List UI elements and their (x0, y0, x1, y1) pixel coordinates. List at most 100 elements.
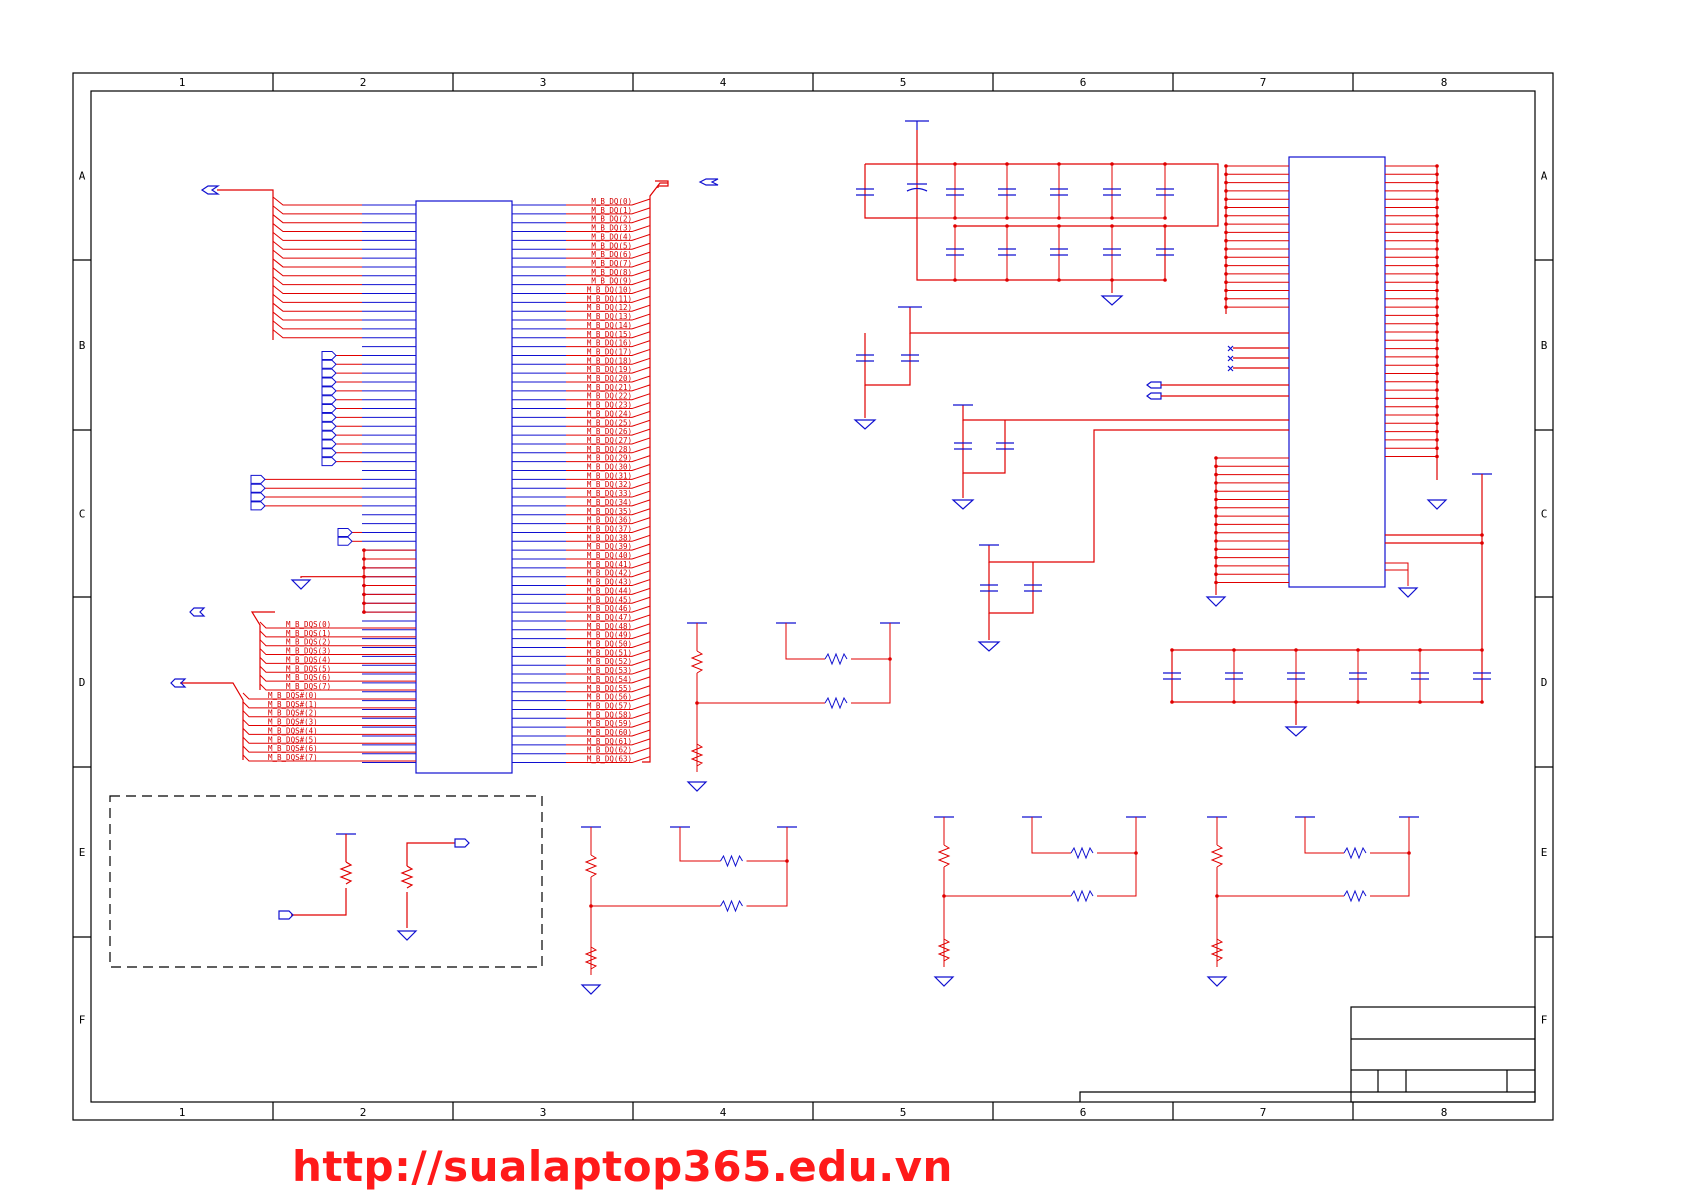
bus-wire (272, 249, 362, 259)
junction-dot (1170, 700, 1174, 704)
ground-symbol (1426, 499, 1448, 510)
ground-symbol (1206, 976, 1228, 987)
junction-dot (785, 859, 789, 863)
dq-wire (566, 756, 651, 764)
dq-net-label: M_B_DQ(10) (587, 286, 632, 295)
dq-net-label: M_B_DQ(51) (587, 648, 632, 657)
dqs-n-wire (242, 754, 416, 762)
ic-pin-wire (1385, 562, 1409, 586)
dq-net-label: M_B_DQ(6) (591, 250, 632, 259)
zone-grid-ticks (73, 73, 1553, 1120)
bypass-capacitors (853, 306, 1289, 652)
dqs-wire (259, 665, 416, 673)
dqs-n-net-label: M_B_DQS#(1) (268, 700, 318, 709)
dq-net-label: M_B_DQ(2) (591, 215, 632, 224)
bus-wire (272, 214, 362, 224)
zone-col-label: 5 (900, 1106, 907, 1119)
dq-wire (566, 287, 651, 294)
junction-dot (1480, 700, 1484, 704)
resistor (1210, 844, 1224, 868)
zone-row-label: F (1541, 1014, 1548, 1027)
dqs-wire (259, 674, 416, 682)
dq-wire (566, 747, 651, 755)
dq-wire (566, 649, 651, 657)
divider-wire (746, 861, 788, 907)
offpage-connector (250, 483, 266, 493)
dq-net-label: M_B_DQ(60) (587, 728, 632, 737)
bus-wire (272, 329, 362, 339)
junction-dot (1418, 700, 1422, 704)
offpage-connector (321, 404, 337, 414)
dq-wire (566, 685, 651, 693)
dqs-n-wire (242, 710, 416, 718)
junction-dot (1356, 700, 1360, 704)
resistor (584, 854, 598, 878)
resistor (1070, 889, 1094, 903)
divider-wire (1370, 853, 1410, 897)
dq-net-labels: M_B_DQ(0)M_B_DQ(1)M_B_DQ(2)M_B_DQ(3)M_B_… (587, 197, 632, 764)
bus-wire (272, 267, 362, 277)
dq-net-label: M_B_DQ(12) (587, 303, 632, 312)
dq-net-label: M_B_DQ(34) (587, 498, 632, 507)
resistor-dividers (580, 622, 1419, 995)
dq-wire (566, 667, 651, 675)
dq-wire (566, 348, 651, 356)
divider-wire (679, 827, 721, 862)
dq-net-label: M_B_DQ(7) (591, 259, 632, 268)
dqs-net-label: M_B_DQS(1) (286, 629, 331, 638)
dq-wire (566, 375, 651, 383)
dq-wire (566, 260, 651, 268)
capacitor (1225, 672, 1243, 680)
bus-wire (272, 258, 362, 268)
resistor (937, 938, 951, 962)
dq-wire (566, 490, 651, 498)
dqs-wire (259, 639, 416, 647)
dq-net-label: M_B_DQ(50) (587, 640, 632, 649)
dqs-net-label: M_B_DQS(2) (286, 638, 331, 647)
dq-wire (566, 570, 651, 578)
dq-wire (566, 517, 651, 525)
bus-wire (272, 223, 362, 233)
optional-circuit-box (109, 795, 543, 968)
dq-wire (566, 304, 651, 312)
dq-bus-wiring (170, 178, 719, 763)
zone-col-label: 6 (1080, 76, 1087, 89)
offpage-connector (321, 368, 337, 378)
dq-wire (566, 225, 651, 233)
junction-dot (1418, 648, 1422, 652)
divider-wire (1031, 817, 1071, 854)
dq-wire (566, 446, 651, 454)
junction-dot (1480, 541, 1484, 545)
offpage-connector (321, 377, 337, 387)
dqs-n-net-labels: M_B_DQS#(0)M_B_DQS#(1)M_B_DQS#(2)M_B_DQS… (268, 691, 318, 762)
dq-wire (566, 676, 651, 684)
zone-row-label: B (79, 339, 86, 352)
dq-net-label: M_B_DQ(31) (587, 471, 632, 480)
bus-wire (272, 302, 362, 312)
junction-dot (953, 224, 957, 228)
capacitor (1411, 672, 1429, 680)
bus-wire (272, 293, 362, 303)
offpage-connector (321, 412, 337, 422)
dq-wire (566, 632, 651, 640)
dq-wire (566, 587, 651, 595)
bus-wire (272, 196, 362, 206)
divider-wire (785, 623, 825, 660)
dq-net-label: M_B_DQ(14) (587, 321, 632, 330)
dq-wire (566, 410, 651, 418)
zone-col-label: 7 (1260, 1106, 1267, 1119)
dq-net-label: M_B_DQ(22) (587, 392, 632, 401)
dq-wire (566, 499, 651, 507)
dimm-connector: M_B_DQ(0)M_B_DQ(1)M_B_DQ(2)M_B_DQ(3)M_B_… (268, 197, 651, 774)
offpage-connector (321, 430, 337, 440)
junction-dot (1480, 533, 1484, 537)
dqs-n-net-label: M_B_DQS#(5) (268, 735, 318, 744)
dq-wire (566, 561, 651, 569)
resistor (1343, 889, 1367, 903)
dqs-n-wire (242, 736, 416, 744)
capacitor (1050, 248, 1068, 256)
dq-wire (566, 534, 651, 542)
dq-net-label: M_B_DQ(47) (587, 613, 632, 622)
dq-net-label: M_B_DQ(49) (587, 631, 632, 640)
junction-dot (1110, 278, 1114, 282)
